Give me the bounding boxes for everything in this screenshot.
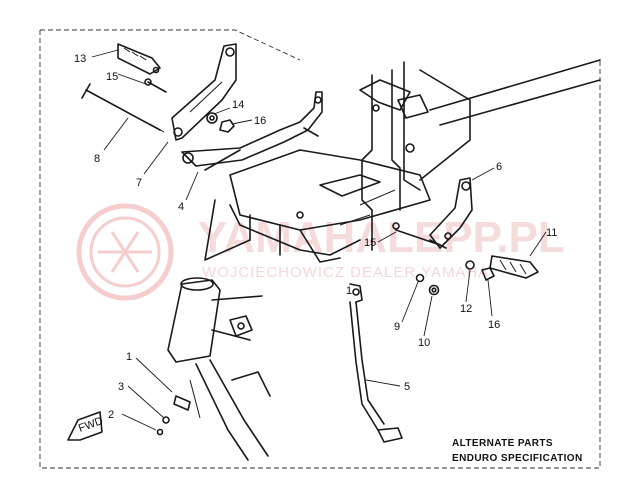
callout-10: 10	[418, 337, 430, 349]
right-hardware	[392, 222, 495, 296]
callout-13: 13	[74, 53, 86, 65]
callout-11: 11	[546, 227, 557, 239]
footrest-bracket-right	[429, 177, 473, 249]
note-line-1: ALTERNATE PARTS	[452, 438, 553, 449]
nut-upper	[219, 119, 235, 133]
bolt-upper	[144, 78, 167, 93]
callout-2: 2	[108, 409, 114, 421]
forward-arrow: FWD	[67, 411, 105, 441]
footrest-right	[489, 255, 539, 279]
watermark-subtitle: WOJCIECHOWICZ DEALER YAMAHA	[202, 264, 489, 281]
watermark-title: YAMAHALEPP.PL	[198, 213, 565, 262]
callout-15-lower: 15	[364, 237, 376, 249]
side-stand	[349, 283, 403, 443]
callout-8: 8	[94, 153, 100, 165]
callout-1-stand: 1	[346, 285, 352, 297]
callout-1: 1	[126, 351, 132, 363]
assembly-border	[39, 29, 601, 469]
washer-upper	[206, 112, 218, 124]
long-bolt	[81, 83, 165, 133]
callout-6: 6	[496, 161, 502, 173]
callout-7: 7	[136, 177, 142, 189]
callout-15-upper: 15	[106, 71, 118, 83]
callout-4: 4	[178, 201, 184, 213]
callout-3: 3	[118, 381, 124, 393]
callout-16-lower: 16	[488, 319, 500, 331]
callout-16-upper: 16	[254, 115, 266, 127]
brake-arm	[181, 91, 323, 167]
callout-12: 12	[460, 303, 472, 315]
callout-14: 14	[232, 99, 244, 111]
watermark: YAMAHALEPP.PL WOJCIECHOWICZ DEALER YAMAH…	[76, 203, 565, 301]
footrest-left	[117, 43, 161, 75]
alternate-parts-note: ALTERNATE PARTS ENDURO SPECIFICATION	[452, 438, 583, 464]
note-line-2: ENDURO SPECIFICATION	[452, 453, 583, 464]
callout-9: 9	[394, 321, 400, 333]
frame-assembly	[204, 59, 601, 263]
front-fork	[156, 277, 271, 461]
watermark-logo	[76, 203, 174, 301]
leader-lines	[91, 49, 547, 431]
callout-numbers: 13 15 14 16 8 7 4 6 11 15 12 16 9 10 1 5…	[74, 53, 557, 421]
callout-5: 5	[404, 381, 410, 393]
footrest-bracket-left	[171, 43, 237, 141]
